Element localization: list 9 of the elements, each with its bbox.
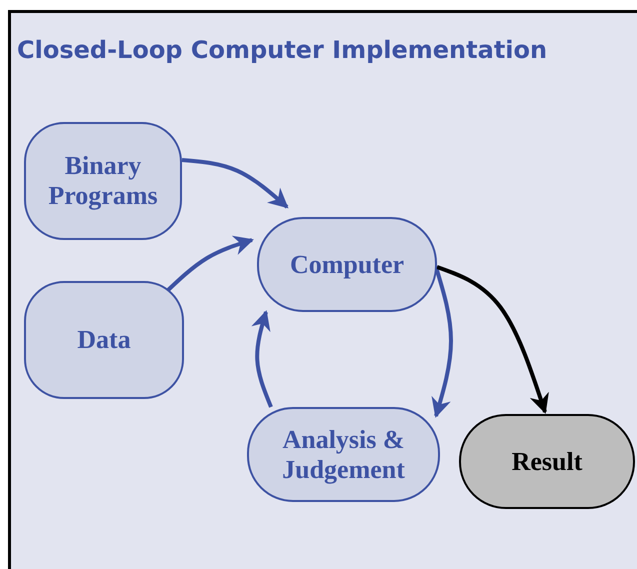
arrow — [432, 266, 453, 418]
process-box: Binary Programs — [24, 122, 182, 240]
process-box: Analysis & Judgement — [247, 407, 440, 502]
process-box: Computer — [257, 217, 437, 312]
arrow — [436, 265, 549, 414]
arrow — [251, 310, 273, 408]
diagram-title: Closed-Loop Computer Implementation — [17, 36, 548, 64]
process-box: Data — [24, 281, 184, 399]
arrow — [182, 158, 288, 208]
